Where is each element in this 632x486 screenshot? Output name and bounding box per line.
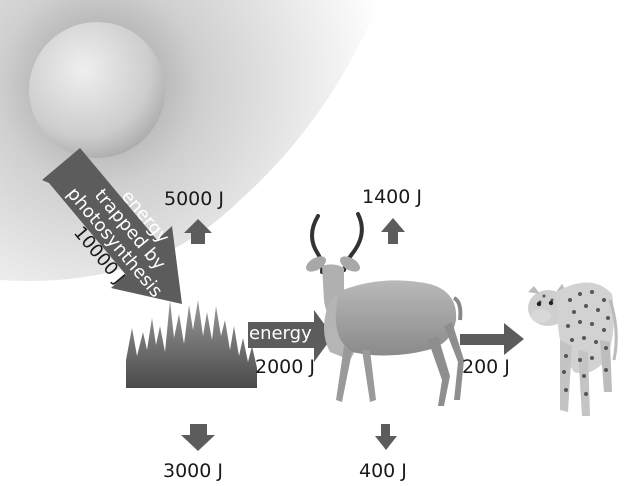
plant-to-antelope-value: 2000 J — [255, 356, 315, 378]
antelope-loss-down-label: 400 J — [359, 460, 407, 482]
plant-loss-up-label: 5000 J — [164, 188, 224, 210]
plant-to-antelope-arrow — [248, 310, 333, 362]
antelope-loss-up-label: 1400 J — [362, 186, 422, 208]
antelope-loss-up-arrow — [381, 218, 405, 244]
plant-loss-down-arrow — [181, 424, 215, 451]
plant-loss-down-label: 3000 J — [163, 460, 223, 482]
sun-icon — [29, 22, 165, 158]
antelope-to-cheetah-value: 200 J — [462, 356, 510, 378]
grass-icon — [126, 300, 257, 388]
antelope-loss-down-arrow — [375, 424, 397, 450]
photosynthesis-arrow — [42, 148, 182, 304]
antelope-to-cheetah-arrow — [460, 323, 524, 355]
plant-loss-up-arrow — [184, 219, 212, 244]
plant-to-antelope-word: energy — [249, 323, 312, 344]
antelope-icon — [306, 212, 464, 406]
cheetah-icon — [528, 282, 618, 416]
